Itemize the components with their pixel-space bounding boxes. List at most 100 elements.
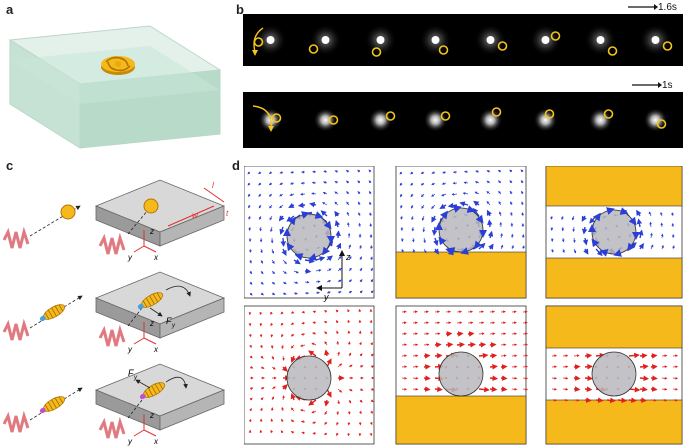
field-arrow bbox=[573, 364, 581, 370]
water-box-illustration bbox=[8, 25, 222, 149]
field-arrow bbox=[270, 226, 273, 233]
field-arrow bbox=[348, 279, 353, 283]
field-arrow bbox=[550, 248, 554, 253]
field-arrow bbox=[323, 170, 328, 174]
field-arrow bbox=[639, 397, 647, 403]
field-arrow bbox=[290, 355, 296, 363]
field-arrow bbox=[573, 386, 581, 392]
gold-substrate-top bbox=[545, 305, 683, 349]
field-arrow bbox=[498, 211, 502, 217]
field-arrow bbox=[271, 259, 275, 265]
field-arrow bbox=[248, 204, 251, 209]
field-arrow bbox=[347, 432, 351, 437]
field-arrow bbox=[359, 341, 362, 346]
field-arrow bbox=[439, 210, 448, 220]
field-arrow bbox=[359, 244, 362, 250]
field-arrow bbox=[478, 342, 487, 348]
field-arrow bbox=[369, 212, 372, 217]
field-arrow bbox=[337, 291, 342, 294]
field-arrow bbox=[571, 215, 575, 221]
field-arrow bbox=[423, 248, 427, 254]
schematic-row-1: l w t z x y bbox=[2, 179, 229, 262]
microscopy-frame bbox=[253, 24, 287, 56]
field-arrow bbox=[348, 352, 352, 357]
field-arrow bbox=[300, 211, 310, 219]
field-arrow bbox=[462, 192, 469, 195]
field-plots-grid: zy bbox=[244, 166, 683, 445]
field-arrow bbox=[433, 248, 440, 255]
field-arrow bbox=[258, 182, 262, 186]
field-arrow bbox=[445, 331, 453, 337]
field-arrow bbox=[347, 222, 350, 228]
field-arrow bbox=[300, 409, 306, 412]
field-plot-5 bbox=[395, 305, 529, 445]
field-arrow bbox=[323, 181, 328, 184]
field-arrow bbox=[636, 218, 643, 228]
field-arrow bbox=[438, 236, 447, 246]
field-arrow bbox=[573, 248, 577, 254]
field-arrow bbox=[348, 267, 352, 272]
schematic-row-2: F y z x y bbox=[2, 271, 226, 354]
field-arrow bbox=[368, 180, 372, 184]
field-arrow bbox=[288, 202, 295, 208]
field-arrow bbox=[613, 249, 623, 257]
field-arrow bbox=[592, 212, 601, 222]
gold-substrate-bottom bbox=[545, 257, 683, 299]
microscopy-frame bbox=[639, 24, 673, 56]
field-arrow bbox=[486, 209, 492, 217]
scale-arrow-2: 1s bbox=[632, 80, 684, 91]
field-arrow bbox=[410, 171, 414, 175]
field-arrow bbox=[293, 281, 299, 284]
field-arrow bbox=[431, 204, 436, 210]
field-arrow bbox=[249, 397, 253, 401]
field-arrow bbox=[326, 255, 333, 262]
tracker-ring-icon bbox=[544, 109, 555, 119]
field-arrow bbox=[290, 407, 295, 412]
field-arrow bbox=[308, 350, 317, 357]
field-arrow bbox=[359, 388, 364, 391]
field-arrow bbox=[312, 421, 317, 424]
wave-icon bbox=[2, 226, 30, 249]
field-arrow bbox=[357, 169, 361, 173]
tracker-ring-icon bbox=[438, 45, 449, 55]
gold-spiral-structure bbox=[101, 56, 135, 75]
field-arrow bbox=[258, 204, 262, 209]
sphere-cross-section bbox=[591, 351, 637, 397]
field-arrow bbox=[260, 259, 263, 264]
field-arrow bbox=[271, 270, 276, 275]
field-arrow bbox=[474, 191, 480, 195]
microscopy-frame bbox=[419, 24, 452, 56]
field-arrow bbox=[581, 215, 587, 222]
field-arrow bbox=[639, 386, 648, 393]
force-label-2: F bbox=[166, 316, 172, 326]
field-arrow bbox=[312, 431, 317, 435]
water-level-plane bbox=[10, 46, 220, 104]
tracker-ring-icon bbox=[662, 41, 673, 51]
rotation-arrow-icon bbox=[253, 27, 264, 53]
field-arrow bbox=[584, 397, 592, 403]
field-arrow bbox=[268, 182, 273, 186]
field-arrow bbox=[368, 190, 372, 195]
axis-x-3: x bbox=[153, 437, 159, 446]
field-arrow bbox=[281, 406, 285, 412]
field-arrow bbox=[648, 211, 652, 217]
microscopy-frame bbox=[588, 108, 614, 132]
field-arrow bbox=[433, 237, 439, 247]
field-arrow bbox=[500, 375, 508, 381]
field-arrow bbox=[249, 259, 252, 264]
gold-substrate-bottom bbox=[545, 399, 683, 445]
field-arrow bbox=[260, 387, 265, 390]
field-arrow bbox=[300, 344, 306, 347]
field-arrow bbox=[260, 344, 263, 349]
field-arrow bbox=[268, 171, 273, 174]
field-arrow bbox=[278, 215, 285, 222]
field-arrow bbox=[369, 245, 373, 250]
field-arrow bbox=[323, 220, 332, 230]
field-arrow bbox=[322, 202, 328, 206]
field-arrow bbox=[260, 407, 263, 412]
tracker-ring-icon bbox=[385, 111, 396, 121]
field-arrow bbox=[248, 418, 252, 423]
field-arrow bbox=[247, 193, 251, 198]
field-arrow bbox=[334, 210, 340, 217]
field-arrow bbox=[478, 352, 489, 359]
